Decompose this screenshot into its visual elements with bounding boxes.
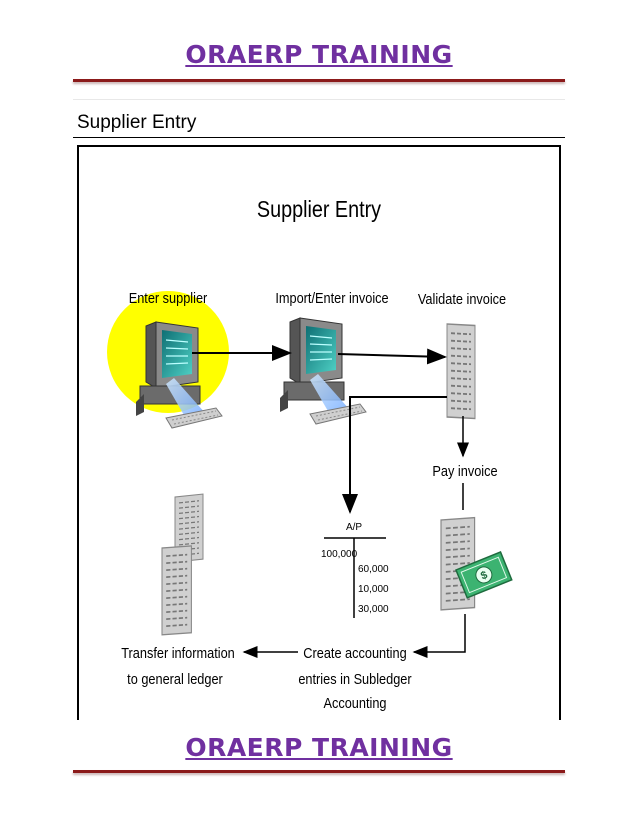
ap-title: A/P <box>346 522 362 533</box>
import-invoice-computer-icon <box>279 317 367 425</box>
label-enter-supplier: Enter supplier <box>129 289 208 306</box>
diagram-title: Supplier Entry <box>257 197 381 223</box>
general-ledger-documents-icon <box>161 493 204 636</box>
section-title: Supplier Entry <box>77 112 197 133</box>
ap-debit: 100,000 <box>321 549 358 560</box>
header-brand: ORAERP TRAINING <box>185 40 453 69</box>
footer-divider <box>73 770 565 773</box>
label-create-line1: Create accounting <box>303 644 406 661</box>
label-import-enter-invoice: Import/Enter invoice <box>275 289 389 306</box>
arrow-pay-to-create <box>412 614 466 658</box>
faint-divider <box>73 99 565 100</box>
footer-brand: ORAERP TRAINING <box>185 733 453 762</box>
header-divider <box>73 79 565 82</box>
money-icon: $ <box>455 551 513 599</box>
ap-credit-2: 10,000 <box>358 584 389 595</box>
diagram-frame <box>77 145 561 720</box>
label-transfer-line1: Transfer information <box>121 644 235 661</box>
label-create-line2: entries in Subledger <box>298 670 412 687</box>
ap-credit-3: 30,000 <box>358 604 389 615</box>
section-divider <box>73 137 565 138</box>
ap-credit-1: 60,000 <box>358 564 389 575</box>
label-validate-invoice: Validate invoice <box>418 290 507 307</box>
label-pay-invoice: Pay invoice <box>432 462 497 479</box>
svg-text:$: $ <box>479 569 489 582</box>
arrow-import-to-validate <box>337 348 447 365</box>
validate-invoice-document-icon <box>446 323 476 420</box>
label-transfer-line2: to general ledger <box>127 670 223 687</box>
label-create-line3: Accounting <box>323 694 386 711</box>
arrow-import-to-ap <box>342 396 447 514</box>
